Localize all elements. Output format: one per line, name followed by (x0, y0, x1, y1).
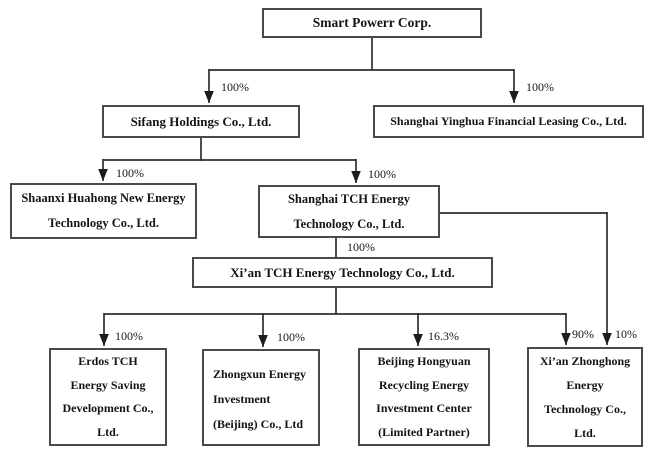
node-shanghai-yinghua-financial-leasing: Shanghai Yinghua Financial Leasing Co., … (373, 105, 644, 138)
node-label: Beijing Hongyuan Recycling Energy Invest… (376, 354, 472, 439)
ownership-label-shaanxi-huahong: 100% (116, 166, 144, 180)
connector-xian-tch-to-row5 (99, 288, 571, 347)
node-label: Shanghai TCH Energy Technology Co., Ltd. (287, 191, 411, 231)
node-xian-tch-energy: Xi’an TCH Energy Technology Co., Ltd. (192, 257, 493, 288)
node-zhongxun-energy-investment: Zhongxun Energy Investment (Beijing) Co.… (202, 349, 320, 446)
node-label: Shanghai Yinghua Financial Leasing Co., … (390, 114, 627, 128)
ownership-label-erdos: 100% (115, 329, 143, 343)
node-shanghai-tch-energy: Shanghai TCH Energy Technology Co., Ltd. (258, 185, 440, 238)
ownership-label-xian-zhonghong-10: 10% (615, 327, 637, 341)
node-xian-zhonghong-energy: Xi’an Zhonghong Energy Technology Co., L… (527, 347, 643, 447)
node-smart-powerr-corp: Smart Powerr Corp. (262, 8, 482, 38)
ownership-label-shanghai-tch: 100% (368, 167, 396, 181)
node-beijing-hongyuan-recycling-energy: Beijing Hongyuan Recycling Energy Invest… (358, 348, 490, 446)
connector-sifang-to-row3 (98, 138, 361, 183)
connector-shanghai-tch-to-xian-zhonghong (440, 212, 612, 345)
ownership-label-xian-tch: 100% (347, 240, 375, 254)
ownership-label-shanghai-yinghua: 100% (526, 80, 554, 94)
node-sifang-holdings: Sifang Holdings Co., Ltd. (102, 105, 300, 138)
node-label: Xi’an TCH Energy Technology Co., Ltd. (230, 264, 455, 280)
node-label: Shaanxi Huahong New Energy Technology Co… (21, 191, 186, 230)
node-label: Erdos TCH Energy Saving Development Co.,… (62, 354, 154, 439)
node-label: Zhongxun Energy Investment (Beijing) Co.… (213, 367, 307, 431)
node-label: Sifang Holdings Co., Ltd. (130, 113, 272, 129)
connector-smart-powerr-to-row2 (204, 38, 519, 103)
node-label: Smart Powerr Corp. (312, 15, 432, 30)
node-label: Xi’an Zhonghong Energy Technology Co., L… (539, 354, 631, 440)
ownership-label-xian-zhonghong-90: 90% (572, 327, 594, 341)
node-erdos-tch-energy-saving: Erdos TCH Energy Saving Development Co.,… (49, 348, 167, 446)
ownership-label-beijing-hongyuan: 16.3% (428, 329, 459, 343)
ownership-label-sifang: 100% (221, 80, 249, 94)
node-shaanxi-huahong-new-energy: Shaanxi Huahong New Energy Technology Co… (10, 183, 197, 239)
ownership-label-zhongxun: 100% (277, 330, 305, 344)
